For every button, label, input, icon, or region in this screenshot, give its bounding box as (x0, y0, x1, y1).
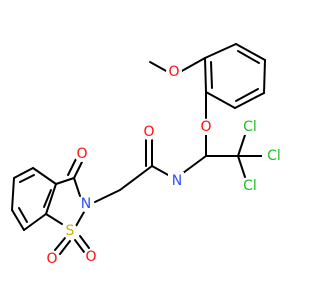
bond-benzo-2 (13, 167, 34, 179)
molecule-diagram: O O Cl Cl Cl O N N (11, 43, 284, 267)
bond-s-o2-a (74, 239, 85, 253)
bond-n-s (75, 211, 85, 227)
ether-oxygen-label: O (200, 119, 211, 135)
bond-ring-a-inner3 (210, 61, 213, 89)
bond-methyl-o (149, 61, 169, 73)
sulfonyl-oxygen-left-label: O (46, 251, 57, 267)
chlorine-top-label: Cl (243, 119, 257, 135)
bond-ring-a-inner1 (237, 50, 260, 64)
bond-s-o2-b (79, 235, 90, 249)
methoxy-oxygen-label: O (168, 64, 179, 80)
bond-benzo-5 (23, 213, 47, 231)
bond-benzo-inner1 (19, 174, 35, 183)
bond-ring-a5 (205, 91, 236, 109)
bond-benzo-inner3 (43, 189, 52, 208)
keto-oxygen-label: O (76, 146, 87, 162)
ether-oxygen: O (198, 119, 214, 135)
amide-nitrogen-label: N (172, 173, 182, 189)
atom-labels: O O Cl Cl Cl O N N (44, 64, 284, 267)
chlorine-top: Cl (239, 119, 259, 135)
sulfonyl-oxygen-right-label: O (85, 249, 96, 265)
keto-oxygen: O (74, 146, 90, 162)
sulfur-atom: S (62, 223, 78, 239)
bond-keto-1 (73, 161, 83, 179)
sulfonyl-oxygen-left: O (44, 251, 60, 267)
bond-keto-2 (67, 158, 77, 176)
bond-benzo-1 (32, 167, 57, 185)
bond-co-ch2 (119, 165, 153, 191)
bond-ring-a4 (234, 92, 265, 109)
amide-nitrogen: N (168, 172, 184, 190)
ring-nitrogen-label: N (81, 196, 91, 212)
sulfonyl-oxygen-right: O (83, 249, 99, 265)
bond-s-o1-a (54, 237, 66, 251)
chlorine-bottom: Cl (239, 178, 259, 194)
bond-benzo-inner2 (18, 207, 28, 223)
bond-s-ar (45, 213, 63, 225)
amide-oxygen-label: O (143, 124, 154, 140)
bond-n-co-ring (73, 177, 81, 197)
bond-c-cl-bottom (237, 155, 246, 178)
bond-benzo-3 (11, 177, 15, 211)
bond-co-ar1 (55, 177, 75, 185)
chlorine-bottom-label: Cl (243, 178, 257, 194)
bond-ch-n (182, 155, 207, 174)
methoxy-oxygen: O (166, 64, 182, 80)
ring-nitrogen: N (78, 196, 94, 212)
bond-c-cl-top (237, 134, 246, 157)
sulfur-label: S (66, 223, 75, 239)
bond-ring-a-inner2 (235, 88, 259, 102)
bond-ring-a2 (235, 43, 266, 61)
structure-canvas: O O Cl Cl Cl O N N (11, 43, 284, 267)
bonds (11, 43, 266, 255)
bond-o-aryl (179, 57, 206, 73)
bond-ring-a6 (204, 57, 207, 93)
bond-benzo-4 (11, 209, 25, 231)
bond-benzo-fuse (45, 183, 57, 215)
bond-s-o1-b (59, 240, 71, 255)
bond-ring-a3 (263, 59, 266, 94)
chlorine-right: Cl (262, 148, 284, 164)
chlorine-right-label: Cl (267, 148, 281, 164)
bond-n-co (151, 165, 171, 177)
amide-oxygen: O (141, 124, 157, 140)
bond-ch2-n (94, 189, 121, 203)
bond-ring-a1 (204, 43, 237, 59)
